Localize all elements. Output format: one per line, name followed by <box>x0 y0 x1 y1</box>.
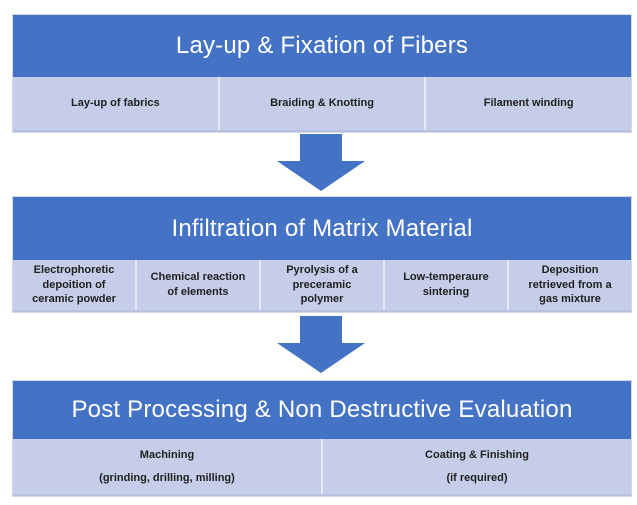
cell-label: Filament winding <box>483 97 574 110</box>
stage-cell-gas-deposition: Deposition retrieved from a gas mixture <box>509 260 631 310</box>
cell-label-line1: Coating & Finishing <box>425 448 529 461</box>
stage-header: Infiltration of Matrix Material <box>13 197 631 260</box>
cell-label: Braiding & Knotting <box>270 97 374 110</box>
cell-label-line2: (grinding, drilling, milling) <box>99 471 235 484</box>
stage-header: Post Processing & Non Destructive Evalua… <box>13 381 631 439</box>
stage-cell-low-temperature-sintering: Low-temperaure sintering <box>385 260 509 310</box>
stage-post-processing: Post Processing & Non Destructive Evalua… <box>12 380 632 497</box>
stage-infiltration: Infiltration of Matrix Material Electrop… <box>12 196 632 313</box>
stage-cell-pyrolysis: Pyrolysis of a preceramic polymer <box>261 260 385 310</box>
stage-row: Electrophoretic depoition of ceramic pow… <box>13 260 631 312</box>
stage-cell-braiding-knotting: Braiding & Knotting <box>220 77 427 130</box>
stage-title: Lay-up & Fixation of Fibers <box>175 32 469 59</box>
down-arrow-icon <box>277 134 365 191</box>
stage-cell-coating-finishing: Coating & Finishing (if required) <box>323 439 631 494</box>
cell-label: Electrophoretic depoition of ceramic pow… <box>32 263 116 306</box>
cell-label-line2: (if required) <box>446 471 508 484</box>
stage-title: Infiltration of Matrix Material <box>171 214 473 242</box>
stage-cell-filament-winding: Filament winding <box>426 77 631 130</box>
cell-label: Deposition retrieved from a gas mixture <box>528 263 612 306</box>
cell-label: Lay-up of fabrics <box>71 97 160 110</box>
stage-title: Post Processing & Non Destructive Evalua… <box>71 396 573 423</box>
stage-row: Machining (grinding, drilling, milling) … <box>13 439 631 496</box>
down-arrow-icon <box>277 316 365 373</box>
cell-label: Chemical reaction of elements <box>150 271 246 298</box>
cell-label: Low-temperaure sintering <box>403 271 489 298</box>
stage-cell-machining: Machining (grinding, drilling, milling) <box>13 439 323 494</box>
stage-cell-electrophoretic-deposition: Electrophoretic depoition of ceramic pow… <box>13 260 137 310</box>
stage-layup-fixation: Lay-up & Fixation of Fibers Lay-up of fa… <box>12 14 632 133</box>
cell-label-line1: Machining <box>139 448 195 461</box>
stage-cell-layup-of-fabrics: Lay-up of fabrics <box>13 77 220 130</box>
stage-cell-chemical-reaction: Chemical reaction of elements <box>137 260 261 310</box>
stage-row: Lay-up of fabrics Braiding & Knotting Fi… <box>13 77 631 132</box>
cell-label: Pyrolysis of a preceramic polymer <box>286 263 358 306</box>
stage-header: Lay-up & Fixation of Fibers <box>13 15 631 77</box>
